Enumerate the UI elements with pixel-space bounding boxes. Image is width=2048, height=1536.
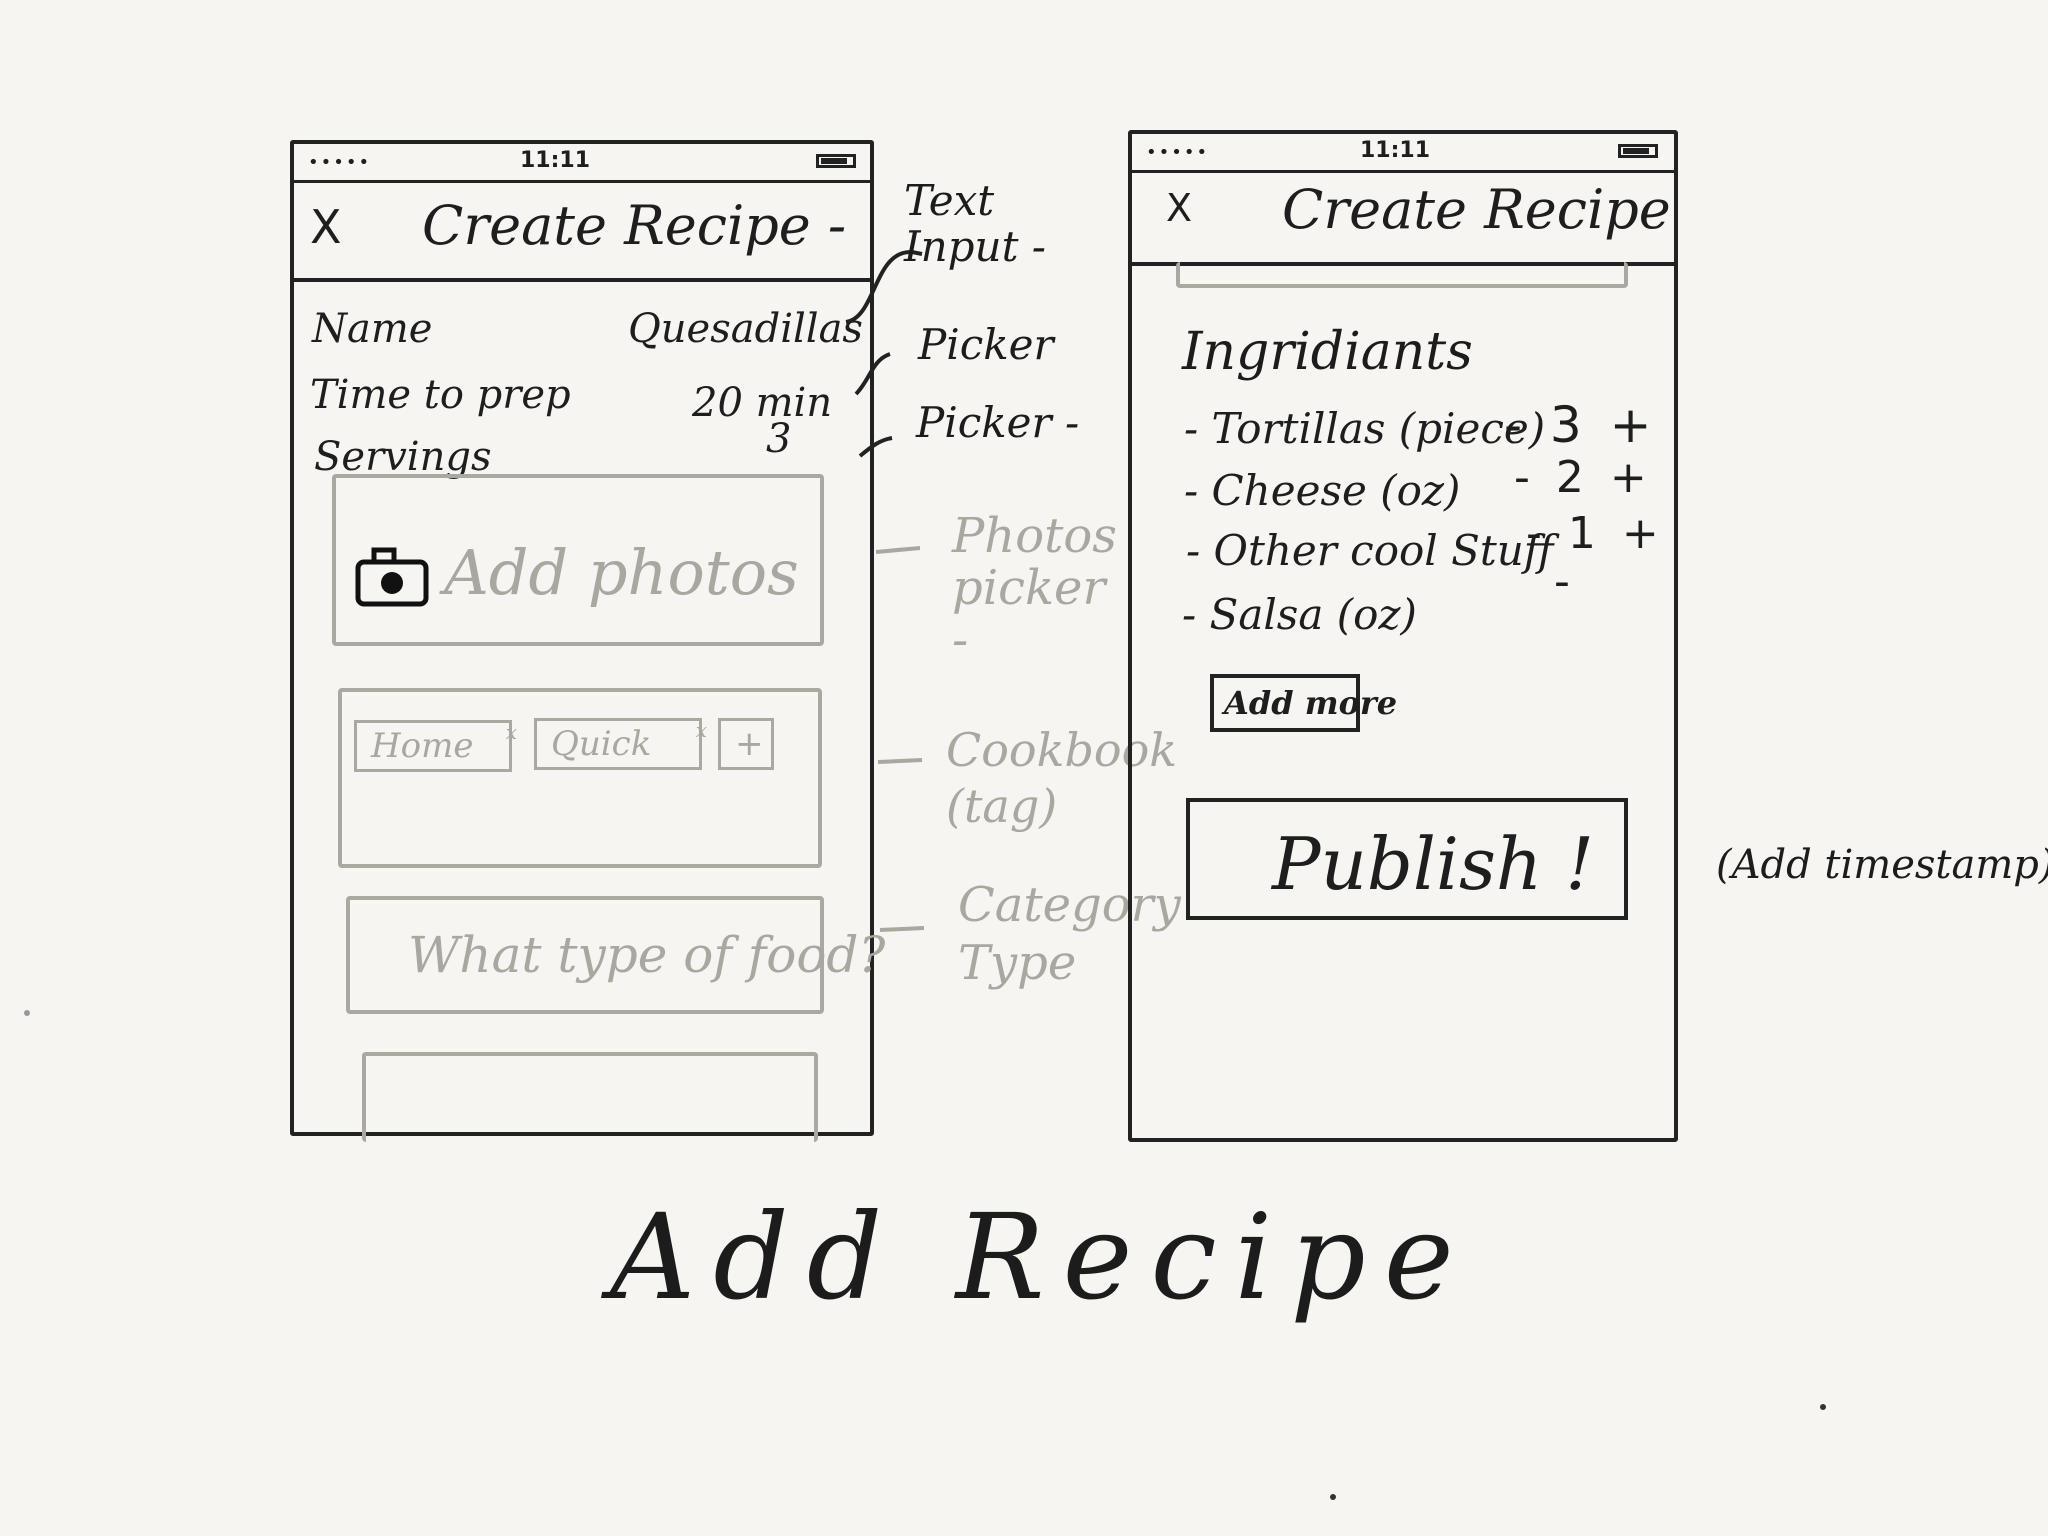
ingredient-name: - Cheese (oz) — [1184, 466, 1461, 515]
publish-label: Publish ! — [1272, 822, 1595, 906]
signal-indicator: ••••• — [308, 152, 372, 173]
tag-chip-home[interactable]: Home x — [354, 720, 517, 772]
ingredient-name: - Salsa (oz) — [1182, 590, 1417, 639]
annotation-text-input: Text Input - — [904, 176, 1046, 271]
add-tag-button[interactable]: + — [718, 718, 774, 770]
prep-time-picker[interactable]: 20 min — [692, 380, 833, 426]
add-more-button[interactable]: Add more — [1210, 674, 1397, 732]
tag-quick-label: Quick — [551, 724, 652, 764]
annotation-category: Category Type — [958, 877, 1181, 991]
arrow-photos — [875, 546, 921, 554]
plus-icon: + — [735, 724, 764, 764]
battery-icon — [816, 154, 856, 168]
category-placeholder: What type of food? — [408, 926, 886, 984]
add-photos-label: Add photos — [444, 536, 799, 609]
phone-screen-details: ••••• 11:11 X Create Recipe - Name Quesa… — [290, 140, 885, 1142]
tag-chip-quick[interactable]: Quick x — [534, 718, 707, 770]
phone-screen-ingredients: ••••• 11:11 X Create Recipe Ingridiants … — [1128, 130, 1678, 1142]
nav-title: Create Recipe - — [422, 194, 847, 257]
tag-home-label: Home — [371, 726, 474, 766]
name-input[interactable]: Quesadillas — [628, 306, 863, 352]
add-more-label: Add more — [1224, 684, 1398, 722]
page-title: Add Recipe — [610, 1188, 1472, 1326]
status-bar: ••••• 11:11 — [1132, 134, 1674, 173]
camera-icon — [355, 547, 429, 607]
category-input[interactable]: What type of food? — [346, 896, 885, 1014]
annotation-cookbook: Cookbook (tag) — [946, 723, 1178, 833]
publish-button[interactable]: Publish ! — [1186, 798, 1628, 920]
prep-time-label: Time to prep — [310, 372, 571, 418]
arrow-category — [879, 926, 925, 932]
side-note-timestamp: (Add timestamp) — [1716, 842, 2048, 888]
annotation-photos-picker: Photos picker - — [952, 508, 1117, 668]
servings-label: Servings — [314, 434, 492, 480]
servings-picker[interactable]: 3 — [766, 416, 792, 462]
status-bar: ••••• 11:11 — [294, 144, 870, 183]
battery-icon — [1618, 144, 1658, 158]
cookbook-tag-box[interactable]: Home x Quick x + — [338, 688, 822, 868]
stray-dot — [1330, 1494, 1336, 1500]
annotation-picker-2: Picker - — [916, 398, 1080, 447]
nav-bar: X Create Recipe - — [294, 180, 870, 282]
ingredient-name: - Other cool Stuff — [1186, 526, 1554, 575]
close-button[interactable]: X — [1166, 186, 1193, 230]
name-label: Name — [312, 306, 433, 352]
tag-home-remove-icon[interactable]: x — [505, 720, 517, 744]
signal-indicator: ••••• — [1146, 142, 1210, 163]
nav-bar: X Create Recipe — [1132, 170, 1674, 266]
ingredient-name: - Tortillas (piece) — [1184, 404, 1546, 453]
status-time: 11:11 — [1360, 138, 1431, 163]
add-photos-box[interactable]: Add photos — [332, 474, 824, 646]
arrow-cookbook — [877, 758, 923, 764]
quantity-stepper[interactable]: - 3 + — [1504, 396, 1658, 454]
stray-dot — [1820, 1404, 1826, 1410]
next-field-box[interactable] — [362, 1052, 818, 1142]
stray-dot — [24, 1010, 30, 1016]
annotation-picker-1: Picker — [918, 320, 1054, 369]
nav-title: Create Recipe — [1282, 178, 1671, 241]
scrolled-field-box — [1176, 262, 1628, 288]
quantity-stepper[interactable]: - 2 + — [1514, 452, 1653, 503]
tag-quick-remove-icon[interactable]: x — [695, 718, 707, 742]
close-button[interactable]: X — [310, 200, 342, 254]
ingredients-title: Ingridiants — [1182, 322, 1473, 382]
quantity-stepper[interactable]: - 1 + — [1526, 508, 1665, 559]
quantity-stepper[interactable]: - — [1554, 556, 1576, 607]
status-time: 11:11 — [520, 148, 591, 173]
